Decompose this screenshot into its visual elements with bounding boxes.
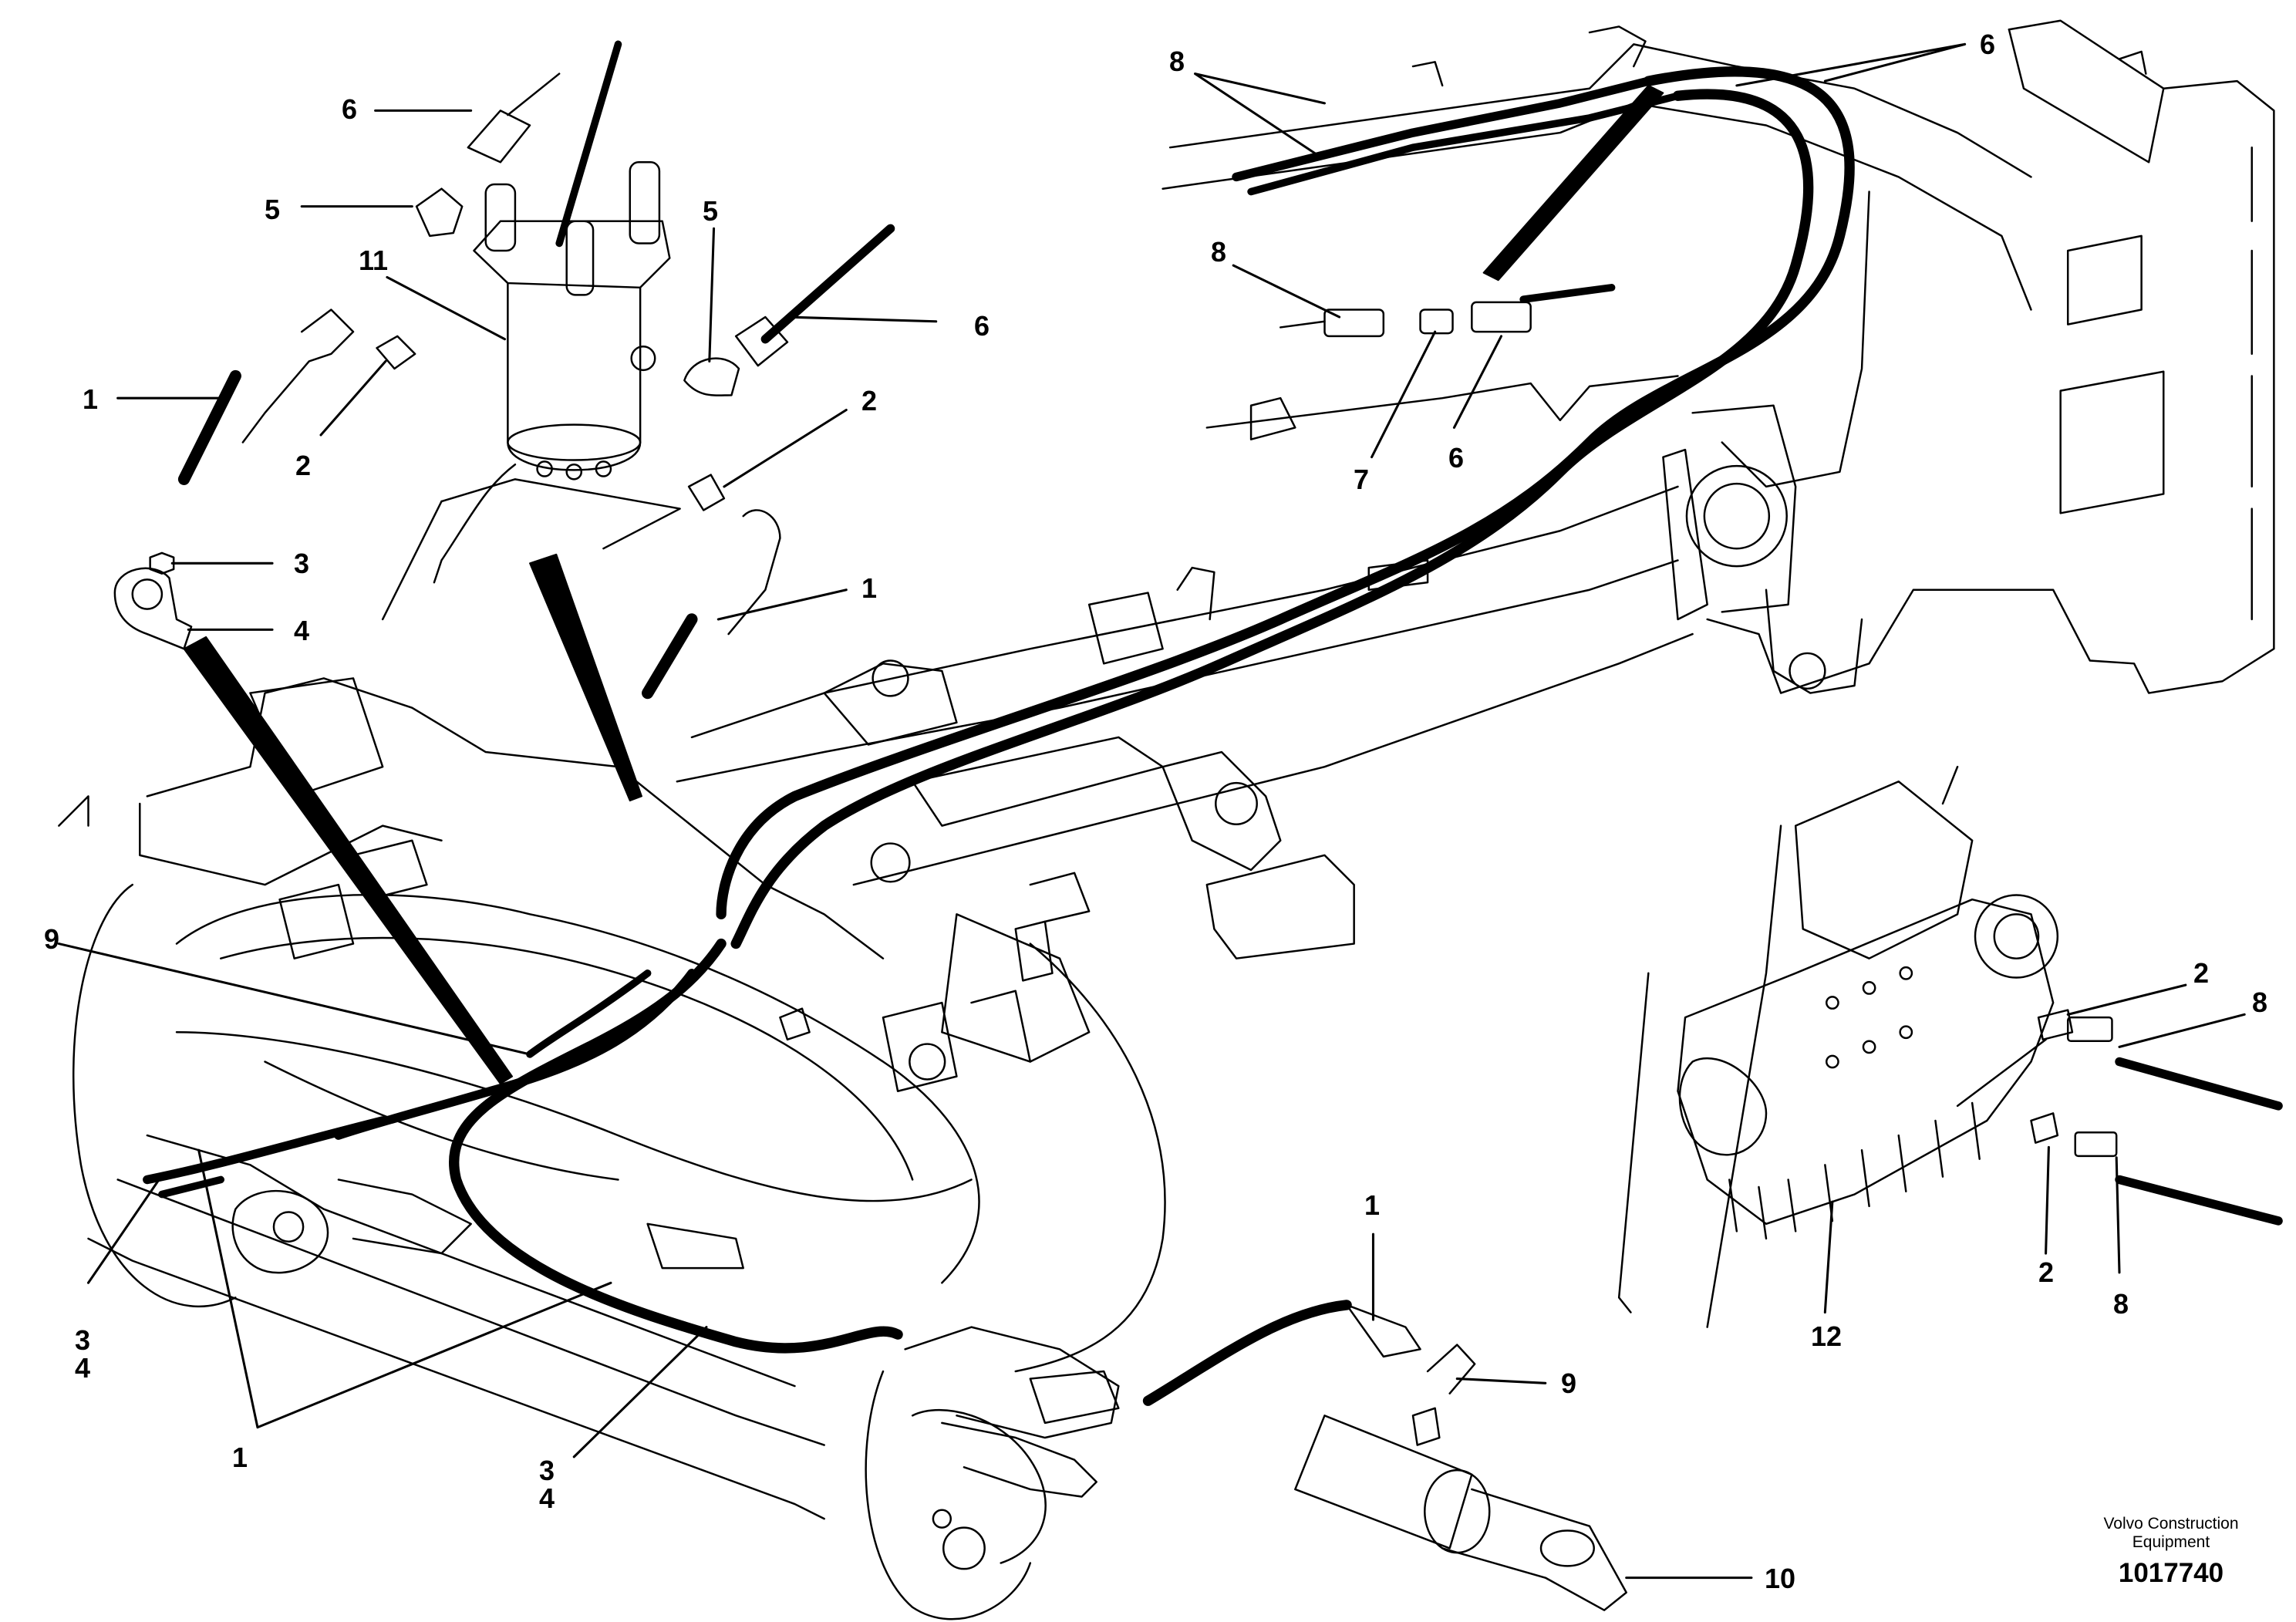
callout-11: 11 bbox=[358, 244, 389, 276]
callout-5-left: 5 bbox=[264, 194, 281, 225]
callout-8-valve-bottom: 8 bbox=[2112, 1288, 2129, 1320]
callout-2-valve-bottom: 2 bbox=[2038, 1256, 2055, 1288]
callout-2-valve-top: 2 bbox=[2193, 957, 2210, 989]
callout-6-detail: 6 bbox=[1448, 442, 1465, 474]
caption-company: Volvo Construction Equipment bbox=[2103, 1515, 2239, 1552]
callout-2-left: 2 bbox=[295, 450, 312, 481]
callout-4-top: 4 bbox=[293, 615, 310, 646]
callout-3-top: 3 bbox=[293, 548, 310, 579]
callout-34-left: 3 4 bbox=[74, 1324, 91, 1384]
callout-7-detail: 7 bbox=[1353, 464, 1370, 495]
callout-9-left: 9 bbox=[43, 923, 60, 955]
callout-8-valve-top: 8 bbox=[2251, 986, 2268, 1018]
rear-frame-drawing bbox=[1161, 19, 2275, 694]
caption-drawing-number: 1017740 bbox=[2118, 1558, 2224, 1588]
callout-1-lower: 1 bbox=[1364, 1189, 1381, 1221]
callout-1-bottom: 1 bbox=[231, 1442, 248, 1473]
callout-2-mid: 2 bbox=[861, 385, 878, 416]
callout-5-mid: 5 bbox=[702, 195, 719, 227]
leader-lines bbox=[57, 42, 2246, 1580]
hydraulic-hoses bbox=[143, 40, 2283, 1406]
callout-6-topright: 6 bbox=[1979, 29, 1996, 60]
callout-1-left: 1 bbox=[82, 383, 99, 415]
callout-8-topright: 8 bbox=[1168, 46, 1185, 77]
callout-1-mid: 1 bbox=[861, 572, 878, 604]
exploded-parts bbox=[113, 73, 2118, 1611]
chassis-beam-drawing bbox=[676, 404, 1797, 982]
callout-6-top: 6 bbox=[341, 93, 358, 125]
axle-frame-drawing bbox=[58, 677, 1166, 1620]
callout-9-lower: 9 bbox=[1560, 1367, 1577, 1399]
detail-pointers bbox=[183, 84, 1664, 1085]
callout-6-mid: 6 bbox=[973, 310, 990, 342]
callout-34-bottom: 3 4 bbox=[538, 1455, 555, 1514]
callout-10: 10 bbox=[1764, 1563, 1796, 1594]
callout-8-detail: 8 bbox=[1210, 236, 1227, 268]
callout-12: 12 bbox=[1810, 1320, 1843, 1352]
